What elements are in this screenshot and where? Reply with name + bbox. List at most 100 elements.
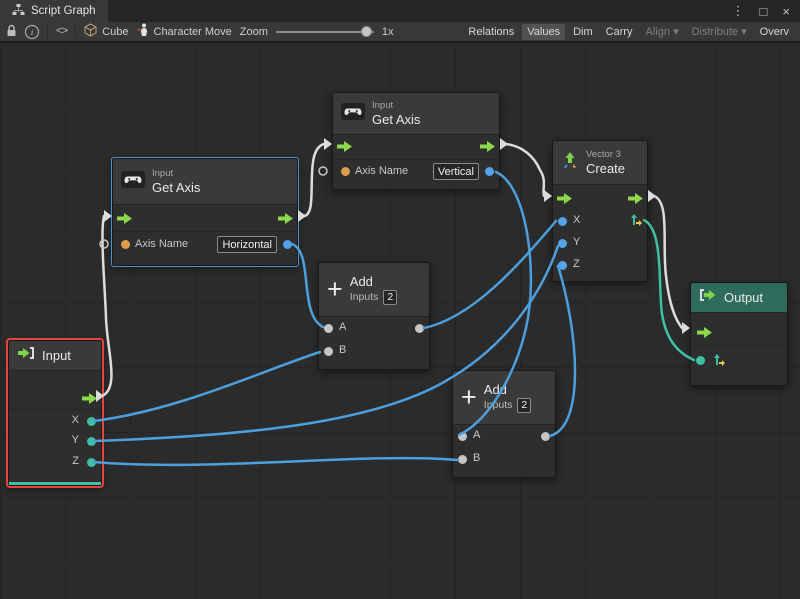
node-output[interactable]: Output bbox=[690, 282, 788, 386]
port-y-label: Y bbox=[573, 236, 580, 248]
port-y-label: Y bbox=[72, 434, 79, 446]
node-add-2[interactable]: + Add Inputs 2 A B bbox=[452, 370, 556, 478]
chevron-down-icon: ▾ bbox=[673, 26, 679, 38]
value-in-port[interactable] bbox=[696, 356, 705, 365]
node-title: Add bbox=[484, 382, 531, 398]
chevron-down-icon: ▾ bbox=[741, 26, 747, 38]
axis-value-out-port[interactable] bbox=[485, 167, 494, 176]
inputs-label: Inputs bbox=[484, 399, 513, 411]
node-get-axis-vertical[interactable]: Input Get Axis Axis Name Vertical bbox=[332, 92, 500, 190]
axis-name-port[interactable] bbox=[341, 167, 350, 176]
port-y-in[interactable] bbox=[558, 239, 567, 248]
flow-in-port[interactable] bbox=[117, 211, 132, 222]
node-input[interactable]: Input X Y Z bbox=[8, 340, 102, 486]
window-tab-bar: Script Graph ⋮ □ × bbox=[0, 0, 800, 22]
zoom-slider[interactable] bbox=[276, 31, 374, 33]
overview-button[interactable]: Overv bbox=[755, 24, 794, 40]
flow-in-port[interactable] bbox=[697, 325, 712, 336]
inputs-count-field[interactable]: 2 bbox=[517, 398, 531, 413]
node-title: Get Axis bbox=[372, 112, 420, 128]
axis-value-out-port[interactable] bbox=[283, 240, 292, 249]
axis-name-label: Axis Name bbox=[135, 238, 188, 250]
node-title: Output bbox=[724, 290, 763, 306]
port-b-in[interactable] bbox=[324, 347, 333, 356]
zoom-value: 1x bbox=[382, 26, 394, 38]
node-title: Create bbox=[586, 161, 625, 177]
tab-title: Script Graph bbox=[31, 5, 96, 17]
dim-button[interactable]: Dim bbox=[568, 24, 598, 40]
flow-out-port[interactable] bbox=[480, 139, 495, 150]
port-b-in[interactable] bbox=[458, 455, 467, 464]
window-menu-icon[interactable]: ⋮ bbox=[732, 3, 745, 19]
character-move-breadcrumb[interactable]: Character Move bbox=[137, 23, 232, 40]
port-x-out[interactable] bbox=[87, 417, 96, 426]
cube-icon bbox=[84, 23, 97, 40]
distribute-dropdown[interactable]: Distribute ▾ bbox=[687, 23, 752, 40]
carry-button[interactable]: Carry bbox=[601, 24, 638, 40]
character-move-label: Character Move bbox=[154, 26, 232, 38]
port-y-out[interactable] bbox=[87, 437, 96, 446]
gamepad-icon bbox=[341, 103, 365, 125]
bracket-arrow-icon bbox=[17, 346, 35, 365]
port-z-in[interactable] bbox=[558, 261, 567, 270]
graph-icon bbox=[12, 4, 25, 18]
inputs-label: Inputs bbox=[350, 291, 379, 303]
start-indicator bbox=[9, 482, 101, 485]
axis-name-label: Axis Name bbox=[355, 165, 408, 177]
node-vector3-create[interactable]: Vector 3 Create X Y Z bbox=[552, 140, 648, 282]
port-z-label: Z bbox=[573, 258, 580, 270]
inputs-count-field[interactable]: 2 bbox=[383, 290, 397, 305]
flow-out-port[interactable] bbox=[278, 211, 293, 222]
toolbar-separator bbox=[75, 25, 76, 38]
flow-out-port[interactable] bbox=[82, 391, 97, 402]
toolbar-separator bbox=[47, 25, 48, 38]
node-title: Input bbox=[42, 348, 71, 364]
gamepad-icon bbox=[121, 171, 145, 193]
relations-button[interactable]: Relations bbox=[463, 24, 519, 40]
port-x-label: X bbox=[72, 414, 79, 426]
port-z-label: Z bbox=[72, 455, 79, 467]
add-icon: + bbox=[327, 276, 343, 303]
sum-out-port[interactable] bbox=[541, 432, 550, 441]
tab-script-graph[interactable]: Script Graph bbox=[0, 0, 108, 22]
port-a-label: A bbox=[473, 429, 480, 441]
node-category: Input bbox=[372, 100, 420, 112]
port-b-label: B bbox=[339, 344, 346, 356]
port-b-label: B bbox=[473, 452, 480, 464]
vector3-type-icon bbox=[712, 353, 725, 371]
axis-name-port[interactable] bbox=[121, 240, 130, 249]
info-icon[interactable]: i bbox=[25, 25, 39, 39]
axis-name-field[interactable]: Horizontal bbox=[217, 236, 277, 253]
align-dropdown[interactable]: Align ▾ bbox=[641, 23, 684, 40]
code-icon[interactable]: <> bbox=[56, 26, 67, 38]
lock-icon[interactable] bbox=[6, 24, 17, 40]
graph-toolbar: i <> Cube Character Move Zoom 1x Relatio… bbox=[0, 22, 800, 42]
sum-out-port[interactable] bbox=[415, 324, 424, 333]
maximize-icon[interactable]: □ bbox=[760, 4, 768, 19]
port-a-label: A bbox=[339, 321, 346, 333]
flow-in-port[interactable] bbox=[337, 139, 352, 150]
bracket-arrow-icon bbox=[699, 288, 717, 307]
port-a-in[interactable] bbox=[324, 324, 333, 333]
node-title: Add bbox=[350, 274, 397, 290]
values-button[interactable]: Values bbox=[522, 24, 565, 40]
port-x-in[interactable] bbox=[558, 217, 567, 226]
flow-out-port[interactable] bbox=[628, 191, 643, 202]
cube-breadcrumb[interactable]: Cube bbox=[84, 23, 128, 40]
flow-in-port[interactable] bbox=[557, 191, 572, 202]
vector3-result-port[interactable] bbox=[629, 213, 642, 231]
add-icon: + bbox=[461, 384, 477, 411]
node-title: Get Axis bbox=[152, 180, 200, 196]
axis-name-field[interactable]: Vertical bbox=[433, 163, 479, 180]
cube-label: Cube bbox=[102, 26, 128, 38]
close-icon[interactable]: × bbox=[782, 4, 790, 19]
vector3-icon bbox=[561, 151, 579, 174]
node-add-1[interactable]: + Add Inputs 2 A B bbox=[318, 262, 430, 370]
node-get-axis-horizontal[interactable]: Input Get Axis Axis Name Horizontal bbox=[112, 158, 298, 266]
port-z-out[interactable] bbox=[87, 458, 96, 467]
zoom-slider-knob[interactable] bbox=[361, 26, 372, 37]
node-category: Input bbox=[152, 168, 200, 180]
port-x-label: X bbox=[573, 214, 580, 226]
zoom-label: Zoom bbox=[240, 26, 268, 38]
port-a-in[interactable] bbox=[458, 432, 467, 441]
